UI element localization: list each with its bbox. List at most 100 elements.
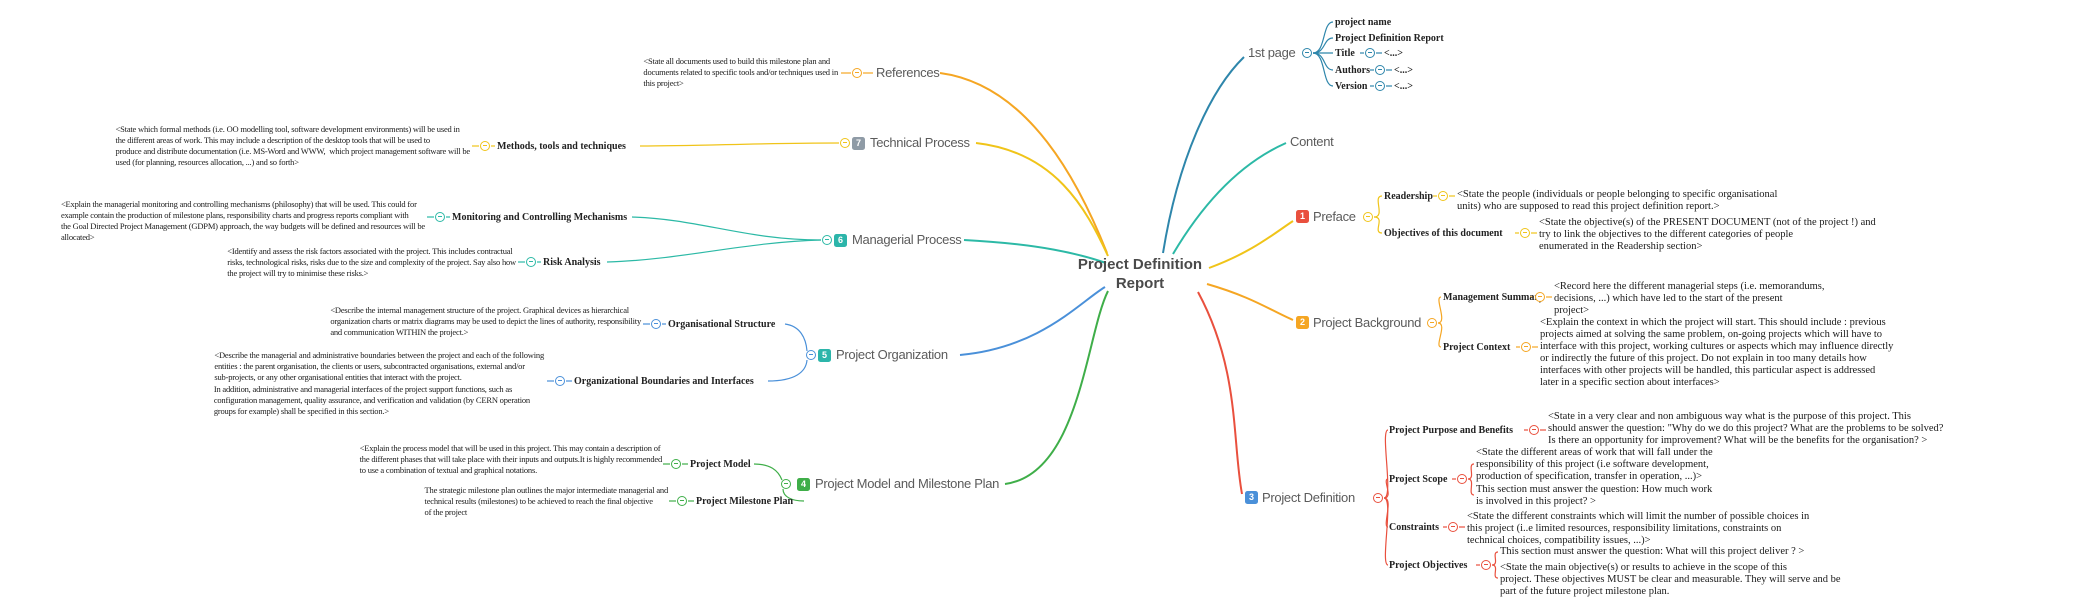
node-methods-tools-techniques[interactable]: Methods, tools and techniques: [497, 141, 626, 152]
node-project-purpose-and-benefits[interactable]: Project Purpose and Benefits: [1389, 425, 1513, 436]
collapse-toggle-project-context[interactable]: [1521, 342, 1531, 352]
first-page-child-links: [1312, 21, 1392, 87]
node-project-context[interactable]: Project Context: [1443, 342, 1511, 353]
collapse-toggle-title[interactable]: [1365, 48, 1375, 58]
branch-curve-background: [1206, 283, 1294, 321]
topic-project-background[interactable]: Project Background: [1313, 315, 1422, 330]
note-organisational-structure[interactable]: <Describe the internal management struct…: [330, 305, 641, 337]
note-project-context[interactable]: <Explain the context in which the projec…: [1540, 317, 1894, 388]
collapse-toggle-authors[interactable]: [1375, 65, 1385, 75]
collapse-toggle-risk-analysis[interactable]: [526, 257, 536, 267]
collapse-toggle-project-scope[interactable]: [1457, 474, 1467, 484]
branch-curve-technical: [975, 142, 1109, 257]
priority-1-icon: 1: [1296, 210, 1309, 223]
topic-managerial-process[interactable]: Managerial Process: [852, 232, 962, 247]
note-organizational-boundaries-2[interactable]: In addition, administrative and manageri…: [213, 384, 530, 416]
collapse-toggle-project-model-plan[interactable]: [781, 479, 791, 489]
organization-child-links: [547, 323, 808, 382]
node-constraints[interactable]: Constraints: [1389, 522, 1440, 533]
note-project-objectives[interactable]: This section must answer the question: W…: [1500, 546, 1805, 557]
branch-curve-definition: [1197, 291, 1243, 495]
note-project-scope-2[interactable]: This section must answer the question: H…: [1476, 484, 1713, 507]
node-risk-analysis[interactable]: Risk Analysis: [543, 257, 601, 268]
node-project-model[interactable]: Project Model: [690, 459, 751, 470]
node-title-value[interactable]: <...>: [1384, 48, 1403, 59]
collapse-toggle-project-purpose[interactable]: [1529, 425, 1539, 435]
node-monitoring-controlling-mechanisms[interactable]: Monitoring and Controlling Mechanisms: [452, 212, 628, 223]
topic-technical-process[interactable]: Technical Process: [870, 135, 970, 150]
note-management-summary[interactable]: <Record here the different managerial st…: [1554, 281, 1825, 316]
topic-references[interactable]: References: [876, 65, 940, 80]
collapse-toggle-project-model[interactable]: [671, 459, 681, 469]
central-topic[interactable]: Project Definition Report: [1077, 256, 1203, 292]
topic-project-organization[interactable]: Project Organization: [836, 347, 948, 362]
node-project-definition-report[interactable]: Project Definition Report: [1335, 33, 1444, 44]
note-methods-tools[interactable]: <State which formal methods (i.e. OO mod…: [115, 124, 471, 167]
branch-curve-content: [1172, 142, 1287, 255]
node-management-summary[interactable]: Management Summary: [1443, 292, 1544, 303]
node-project-objectives[interactable]: Project Objectives: [1389, 560, 1468, 571]
collapse-toggle-readership[interactable]: [1438, 191, 1448, 201]
collapse-toggle-objectives-of-document[interactable]: [1520, 228, 1530, 238]
collapse-toggle-methods-tools[interactable]: [480, 141, 490, 151]
collapse-toggle-monitoring[interactable]: [435, 212, 445, 222]
collapse-toggle-project-organization[interactable]: [806, 350, 816, 360]
collapse-toggle-managerial-process[interactable]: [822, 235, 832, 245]
branch-curve-preface: [1208, 220, 1294, 269]
topic-project-model-milestone-plan[interactable]: Project Model and Milestone Plan: [815, 476, 1000, 491]
collapse-toggle-technical-process[interactable]: [840, 138, 850, 148]
note-organizational-boundaries[interactable]: <Describe the managerial and administrat…: [214, 350, 544, 382]
note-constraints[interactable]: <State the different constraints which w…: [1467, 511, 1810, 546]
collapse-toggle-first-page[interactable]: [1302, 48, 1312, 58]
priority-5-icon: 5: [818, 349, 831, 362]
note-project-objectives-2[interactable]: <State the main objective(s) or results …: [1500, 562, 1841, 597]
node-objectives-of-document[interactable]: Objectives of this document: [1384, 228, 1503, 239]
node-project-milestone-plan[interactable]: Project Milestone Plan: [696, 496, 794, 507]
note-project-purpose[interactable]: <State in a very clear and non ambiguous…: [1548, 411, 1944, 446]
node-title[interactable]: Title: [1335, 48, 1355, 59]
collapse-toggle-project-definition[interactable]: [1373, 493, 1383, 503]
collapse-toggle-constraints[interactable]: [1448, 522, 1458, 532]
node-authors[interactable]: Authors: [1335, 65, 1371, 76]
collapse-toggle-organisational-structure[interactable]: [651, 319, 661, 329]
topic-content[interactable]: Content: [1290, 134, 1334, 149]
note-monitoring-controlling[interactable]: <Explain the managerial monitoring and c…: [60, 199, 425, 242]
node-project-scope[interactable]: Project Scope: [1389, 474, 1448, 485]
node-version[interactable]: Version: [1335, 81, 1368, 92]
definition-child-links: [1383, 429, 1546, 579]
topic-preface[interactable]: Preface: [1313, 209, 1356, 224]
note-readership[interactable]: <State the people (individuals or people…: [1457, 189, 1778, 212]
collapse-toggle-version[interactable]: [1375, 81, 1385, 91]
managerial-child-links: [427, 216, 822, 263]
branch-curve-organization: [959, 286, 1106, 356]
note-risk-analysis[interactable]: <Identify and assess the risk factors as…: [227, 246, 516, 278]
background-child-links: [1437, 296, 1552, 348]
node-project-name[interactable]: project name: [1335, 17, 1392, 28]
collapse-toggle-preface[interactable]: [1363, 212, 1373, 222]
collapse-toggle-organizational-boundaries[interactable]: [555, 376, 565, 386]
note-project-model[interactable]: <Explain the process model that will be …: [359, 443, 663, 475]
node-authors-value[interactable]: <...>: [1394, 65, 1413, 76]
collapse-toggle-project-background[interactable]: [1427, 318, 1437, 328]
note-project-scope[interactable]: <State the different areas of work that …: [1476, 447, 1713, 482]
collapse-toggle-references[interactable]: [852, 68, 862, 78]
collapse-toggle-management-summary[interactable]: [1535, 292, 1545, 302]
node-organisational-structure[interactable]: Organisational Structure: [668, 319, 776, 330]
note-objectives-of-document[interactable]: <State the objective(s) of the PRESENT D…: [1539, 217, 1876, 252]
collapse-toggle-project-milestone-plan[interactable]: [677, 496, 687, 506]
note-project-milestone-plan[interactable]: The strategic milestone plan outlines th…: [424, 485, 669, 517]
collapse-toggle-project-objectives[interactable]: [1481, 560, 1491, 570]
node-organizational-boundaries-interfaces[interactable]: Organizational Boundaries and Interfaces: [574, 376, 754, 387]
node-readership[interactable]: Readership: [1384, 191, 1433, 202]
priority-3-icon: 3: [1245, 491, 1258, 504]
topic-first-page[interactable]: 1st page: [1248, 45, 1296, 60]
branch-curve-references: [939, 72, 1108, 254]
node-version-value[interactable]: <...>: [1394, 81, 1413, 92]
topic-project-definition[interactable]: Project Definition: [1262, 490, 1355, 505]
preface-child-links: [1373, 195, 1537, 234]
technical-child-links: [472, 142, 840, 147]
priority-6-icon: 6: [834, 234, 847, 247]
note-references[interactable]: <State all documents used to build this …: [643, 56, 838, 88]
